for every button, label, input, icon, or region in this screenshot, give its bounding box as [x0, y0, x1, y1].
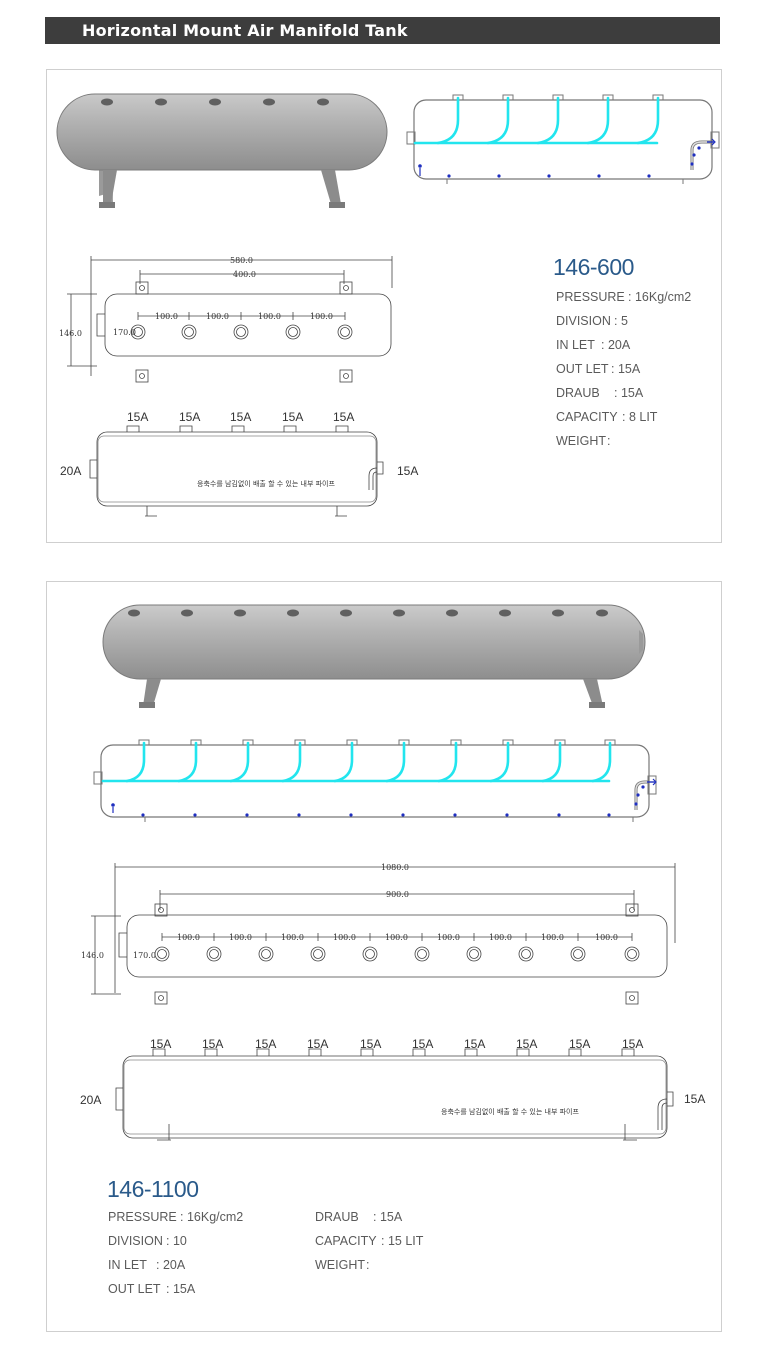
port-size-label: 15A — [282, 410, 303, 424]
port-size-label: 15A — [179, 410, 200, 424]
spec-capacity: CAPACITY: 15 LIT — [315, 1234, 424, 1248]
inlet-size-label: 20A — [80, 1093, 101, 1107]
dim-overall-length: 580.0 — [230, 256, 253, 265]
dim-mount-span: 400.0 — [233, 270, 256, 279]
port-size-label: 15A — [333, 410, 354, 424]
top-view-drawing-small — [67, 256, 393, 383]
port-size-label: 15A — [360, 1037, 381, 1051]
dim-pitch: 100.0 — [333, 933, 356, 942]
spec-outlet: OUT LET: 15A — [556, 362, 641, 376]
dim-pitch: 100.0 — [385, 933, 408, 942]
port-size-label: 15A — [622, 1037, 643, 1051]
side-section-drawing-large — [115, 1048, 674, 1141]
dim-pitch: 100.0 — [310, 312, 333, 321]
spec-capacity: CAPACITY: 8 LIT — [556, 410, 658, 424]
header-bar: Horizontal Mount Air Manifold Tank — [45, 17, 720, 44]
dim-mount-span: 900.0 — [386, 890, 409, 899]
product-panel-146-600: 580.0 400.0 100.0 100.0 100.0 100.0 146.… — [46, 69, 722, 543]
spec-inlet: IN LET: 20A — [108, 1258, 186, 1272]
tank-photo-large — [102, 604, 646, 708]
internal-pipe-note: 응축수를 남김없이 배출 할 수 있는 내부 파이프 — [197, 479, 335, 488]
side-section-drawing-small — [89, 425, 384, 517]
spec-list: PRESSURE: 16Kg/cm2 DIVISION: 5 IN LET: 2… — [556, 285, 691, 453]
tank-photo-small — [56, 93, 388, 208]
internal-pipe-note: 응축수를 남김없이 배출 할 수 있는 내부 파이프 — [441, 1107, 579, 1116]
dim-pitch: 100.0 — [437, 933, 460, 942]
top-view-drawing-large — [91, 863, 676, 1005]
spec-pressure: PRESSURE: 16Kg/cm2 — [556, 290, 692, 304]
model-number: 146-1100 — [107, 1176, 199, 1202]
spec-inlet: IN LET: 20A — [556, 338, 631, 352]
spec-weight: WEIGHT: — [315, 1258, 370, 1272]
drain-size-label: 15A — [397, 464, 418, 478]
dim-pitch: 100.0 — [206, 312, 229, 321]
port-size-label: 15A — [150, 1037, 171, 1051]
dim-port-dia: 170.0 — [133, 951, 156, 960]
dim-pitch: 100.0 — [155, 312, 178, 321]
dim-pitch: 100.0 — [177, 933, 200, 942]
port-size-label: 15A — [412, 1037, 433, 1051]
port-size-label: 15A — [516, 1037, 537, 1051]
spec-outlet: OUT LET: 15A — [108, 1282, 196, 1296]
product-panel-146-1100: 1080.0 900.0 100.0 100.0 100.0 100.0 100… — [46, 581, 722, 1332]
port-size-label: 15A — [230, 410, 251, 424]
spec-list-left: PRESSURE: 16Kg/cm2 DIVISION: 10 IN LET: … — [108, 1205, 243, 1301]
spec-pressure: PRESSURE: 16Kg/cm2 — [108, 1210, 244, 1224]
dim-pitch: 100.0 — [541, 933, 564, 942]
panel1-drawings: 580.0 400.0 100.0 100.0 100.0 100.0 146.… — [56, 93, 720, 517]
port-size-label: 15A — [255, 1037, 276, 1051]
port-size-label: 15A — [569, 1037, 590, 1051]
inlet-size-label: 20A — [60, 464, 81, 478]
port-size-label: 15A — [202, 1037, 223, 1051]
port-size-label: 15A — [127, 410, 148, 424]
port-size-label: 15A — [464, 1037, 485, 1051]
model-number: 146-600 — [553, 254, 634, 280]
dim-height: 146.0 — [59, 329, 82, 338]
dim-pitch: 100.0 — [229, 933, 252, 942]
flow-schematic-large — [93, 739, 657, 822]
page-title: Horizontal Mount Air Manifold Tank — [82, 21, 408, 40]
drain-size-label: 15A — [684, 1092, 705, 1106]
spec-weight: WEIGHT: — [556, 434, 611, 448]
dim-overall-length: 1080.0 — [381, 863, 409, 872]
spec-draub: DRAUB: 15A — [556, 386, 644, 400]
dim-height: 146.0 — [81, 951, 104, 960]
spec-division: DIVISION: 5 — [556, 314, 628, 328]
dim-pitch: 100.0 — [489, 933, 512, 942]
dim-port-dia: 170.0 — [113, 328, 136, 337]
dim-pitch: 100.0 — [281, 933, 304, 942]
panel2-drawings: 1080.0 900.0 100.0 100.0 100.0 100.0 100… — [80, 604, 705, 1141]
port-size-label: 15A — [307, 1037, 328, 1051]
spec-list-right: DRAUB: 15A CAPACITY: 15 LIT WEIGHT: — [315, 1205, 423, 1277]
dim-pitch: 100.0 — [595, 933, 618, 942]
dim-pitch: 100.0 — [258, 312, 281, 321]
flow-schematic-small — [406, 94, 720, 184]
spec-draub: DRAUB: 15A — [315, 1210, 403, 1224]
spec-division: DIVISION: 10 — [108, 1234, 187, 1248]
